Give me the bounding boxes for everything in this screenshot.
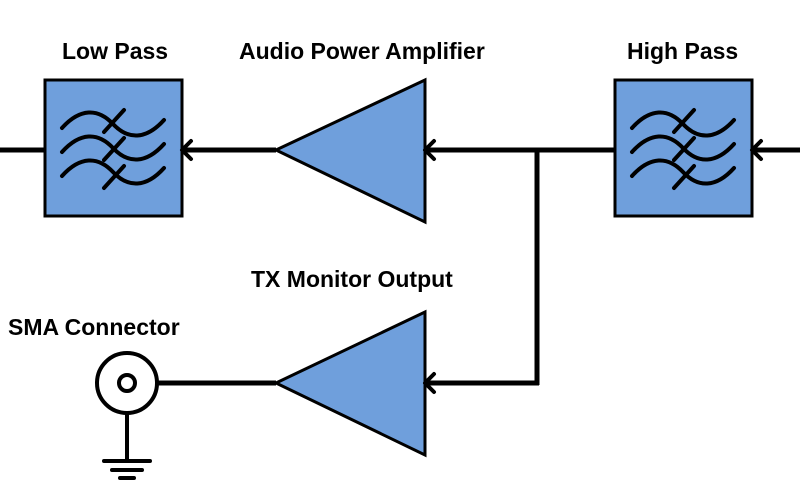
low-pass-label: Low Pass xyxy=(62,38,169,64)
ground-icon xyxy=(102,411,152,480)
audio-power-amplifier-triangle xyxy=(272,77,427,225)
tx-monitor-output-label: TX Monitor Output xyxy=(251,266,453,292)
audio-power-amplifier-label: Audio Power Amplifier xyxy=(239,38,485,64)
filter-wave-icon xyxy=(630,108,736,190)
high-pass-filter-block xyxy=(613,78,754,218)
arrow-into-high-pass xyxy=(750,139,763,161)
coax-connector-icon xyxy=(95,351,159,415)
arrow-into-tx-monitor-amp xyxy=(423,372,436,394)
arrow-into-low-pass xyxy=(180,139,193,161)
filter-wave-icon xyxy=(60,108,166,190)
high-pass-label: High Pass xyxy=(627,38,739,64)
tx-monitor-amplifier-triangle xyxy=(272,309,427,458)
sma-connector-label: SMA Connector xyxy=(8,314,180,340)
low-pass-filter-block xyxy=(43,78,184,218)
arrow-into-audio-amp xyxy=(423,139,436,161)
